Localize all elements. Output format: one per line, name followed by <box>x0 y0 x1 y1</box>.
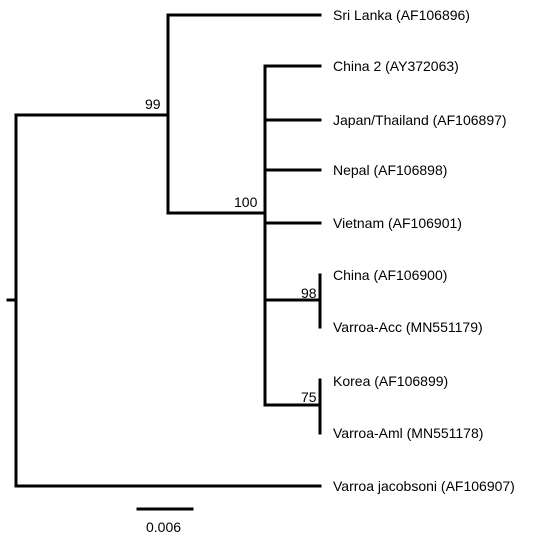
bootstrap-value-98: 98 <box>301 285 317 301</box>
bootstrap-value-100: 100 <box>234 194 258 210</box>
tip-label-vietnam: Vietnam (AF106901) <box>333 215 462 231</box>
tip-label-china-2: China 2 (AY372063) <box>333 58 459 74</box>
bootstrap-value-99: 99 <box>145 96 161 112</box>
tip-label-sri-lanka: Sri Lanka (AF106896) <box>333 7 470 23</box>
tip-label-china: China (AF106900) <box>333 267 447 283</box>
tip-label-varroa-acc: Varroa-Acc (MN551179) <box>333 319 483 335</box>
tip-label-varroa-aml: Varroa-Aml (MN551178) <box>333 425 483 441</box>
tip-label-nepal: Nepal (AF106898) <box>333 162 447 178</box>
tip-label-korea: Korea (AF106899) <box>333 373 448 389</box>
tip-label-varroa-jacobsoni: Varroa jacobsoni (AF106907) <box>333 478 515 494</box>
scale-bar-label: 0.006 <box>146 519 181 535</box>
bootstrap-value-75: 75 <box>301 389 317 405</box>
tip-label-japan-thailand: Japan/Thailand (AF106897) <box>333 112 507 128</box>
